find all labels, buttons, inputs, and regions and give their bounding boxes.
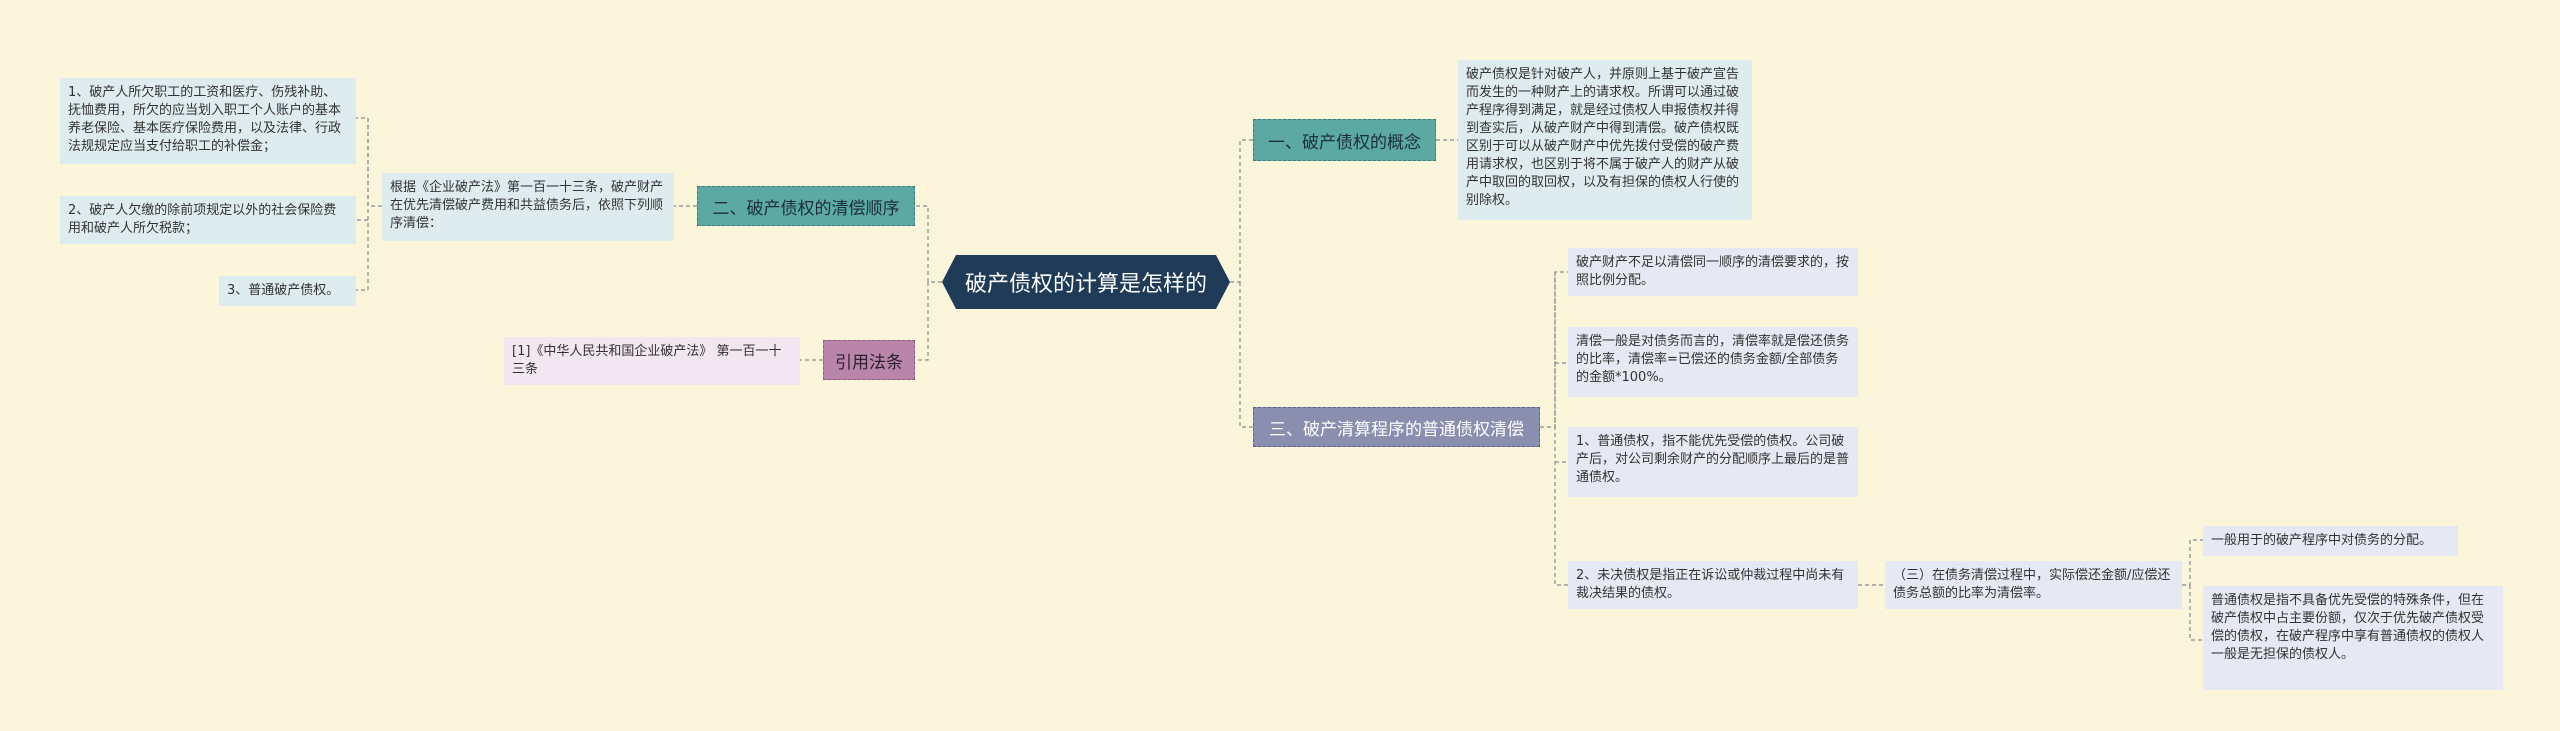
repayment-item-1[interactable]: 1、破产人所欠职工的工资和医疗、伤残补助、抚恤费用，所欠的应当划入职工个人账户的…	[60, 78, 356, 164]
claims-child-3[interactable]: 1、普通债权，指不能优先受偿的债权。公司破产后，对公司剩余财产的分配顺序上最后的…	[1568, 427, 1858, 497]
topic-cited-law[interactable]: 引用法条	[823, 340, 915, 380]
link-root-topic4	[915, 282, 929, 361]
link-intro-items	[356, 117, 382, 207]
claims-subchild-1[interactable]: 一般用于的破产程序中对债务的分配。	[2203, 526, 2458, 556]
repayment-intro[interactable]: 根据《企业破产法》第一百一十三条，破产财产在优先清偿破产费用和共益债务后，依照下…	[382, 173, 674, 241]
concept-detail[interactable]: 破产债权是针对破产人，并原则上基于破产宣告而发生的一种财产上的请求权。所谓可以通…	[1458, 60, 1752, 220]
claims-child-4[interactable]: 2、未决债权是指正在诉讼或仲裁过程中尚未有裁决结果的债权。	[1568, 561, 1858, 609]
link-sub-subchildren	[2182, 539, 2203, 586]
link-root-topic1	[1230, 139, 1253, 283]
link-topic3-children	[1540, 271, 1568, 428]
root-topic[interactable]: 破产债权的计算是怎样的	[942, 255, 1230, 309]
cited-law-ref[interactable]: [1]《中华人民共和国企业破产法》 第一百一十三条	[504, 337, 800, 385]
topic-ordinary-claims[interactable]: 三、破产清算程序的普通债权清偿	[1253, 407, 1540, 447]
topic-concept[interactable]: 一、破产债权的概念	[1253, 119, 1436, 161]
repayment-item-3[interactable]: 3、普通破产债权。	[219, 276, 356, 306]
topic-repayment-order[interactable]: 二、破产债权的清偿顺序	[697, 186, 915, 226]
link-root-topic3	[1239, 282, 1253, 428]
claims-subchild-2[interactable]: 普通债权是指不具备优先受偿的特殊条件，但在破产债权中占主要份额，仅次于优先破产债…	[2203, 586, 2503, 690]
claims-child-1[interactable]: 破产财产不足以清偿同一顺序的清偿要求的，按照比例分配。	[1568, 248, 1858, 296]
link-root-topic2	[915, 205, 942, 283]
claims-child-2[interactable]: 清偿一般是对债务而言的，清偿率就是偿还债务的比率，清偿率=已偿还的债务金额/全部…	[1568, 327, 1858, 397]
claims-sub[interactable]: （三）在债务清偿过程中，实际偿还金额/应偿还债务总额的比率为清偿率。	[1885, 561, 2182, 609]
repayment-item-2[interactable]: 2、破产人欠缴的除前项规定以外的社会保险费用和破产人所欠税款；	[60, 196, 356, 244]
